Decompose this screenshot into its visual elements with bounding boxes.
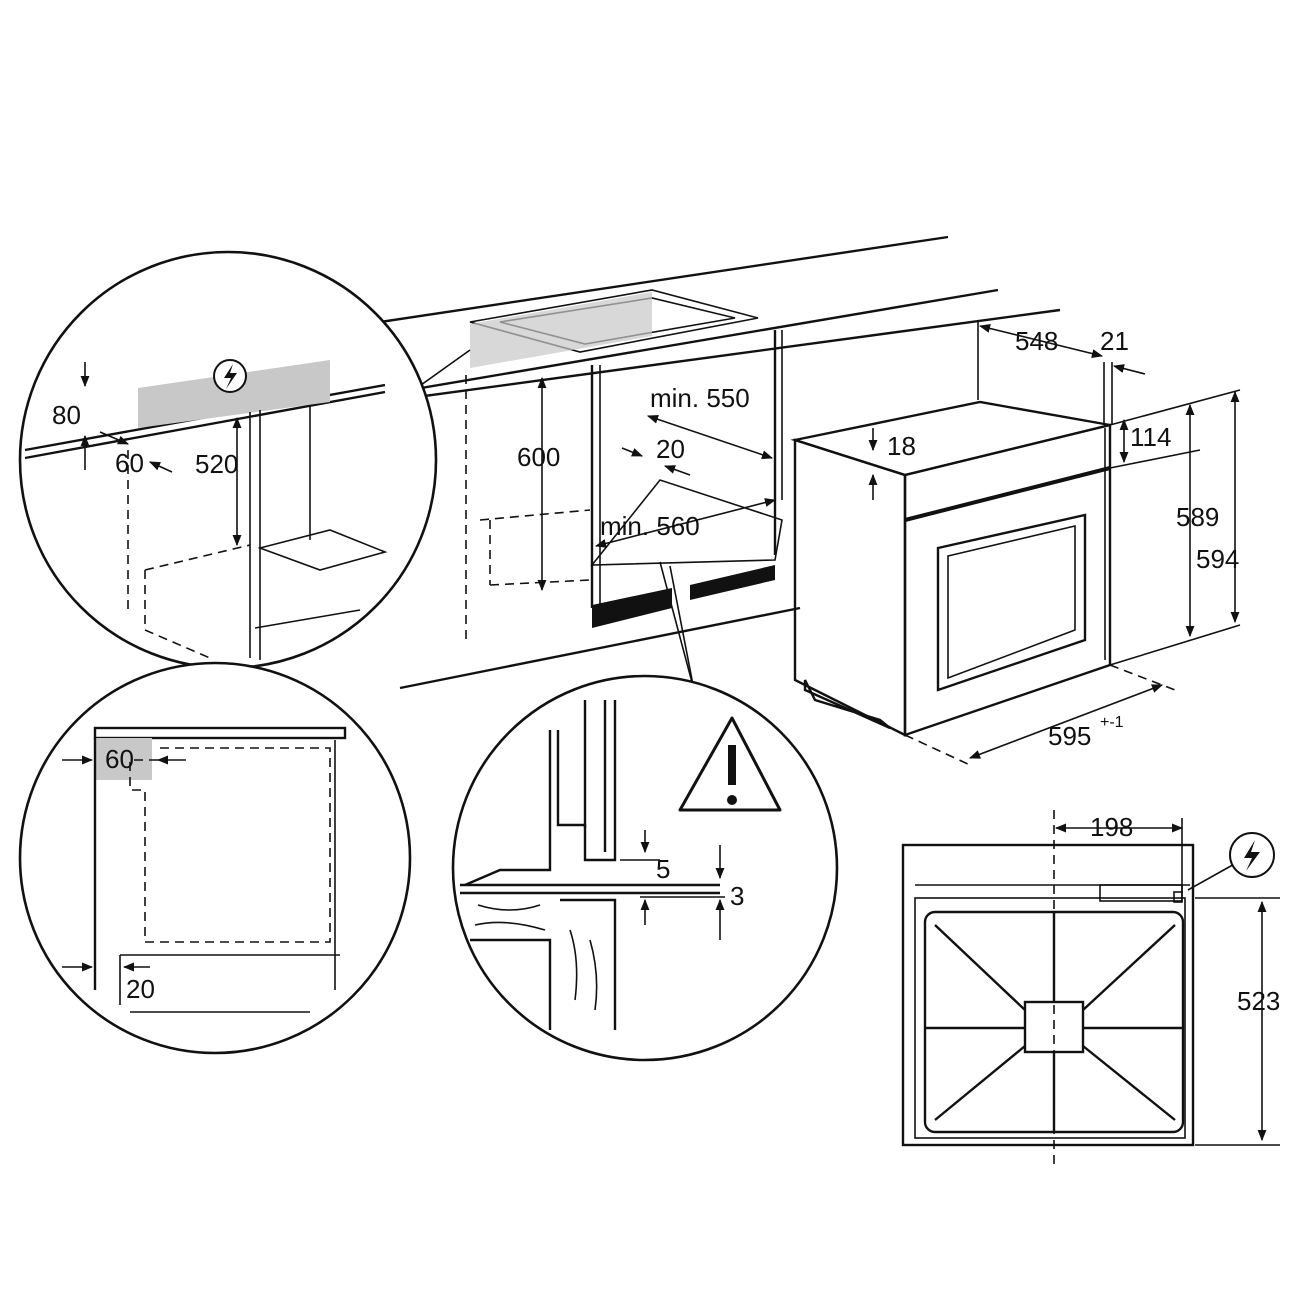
dim-oven-height-outer: 594 bbox=[1196, 544, 1239, 574]
dim-detail3-gap5: 5 bbox=[656, 854, 670, 884]
dim-oven-width: 595 bbox=[1048, 721, 1091, 751]
dim-detail1-depth: 60 bbox=[115, 448, 144, 478]
dim-oven-width-tolerance: +-1 bbox=[1100, 714, 1124, 731]
socket-zone bbox=[470, 292, 652, 368]
top-view-hob: 198 523 bbox=[901, 810, 1280, 1170]
dim-detail1-height: 520 bbox=[195, 449, 238, 479]
dim-detail1-top: 80 bbox=[52, 400, 81, 430]
dim-detail2-front: 20 bbox=[126, 974, 155, 1004]
dim-oven-height-inner: 589 bbox=[1176, 502, 1219, 532]
caution-triangle-icon bbox=[678, 716, 782, 812]
dim-oven-panel: 114 bbox=[1130, 422, 1171, 452]
oven-unit: 548 21 114 18 589 594 595 +-1 bbox=[790, 322, 1241, 766]
dim-detail3-gap3: 3 bbox=[730, 881, 744, 911]
dim-cabinet-height: 600 bbox=[517, 442, 560, 472]
dim-cabinet-width: min. 560 bbox=[600, 511, 700, 541]
dim-cabinet-gap: 20 bbox=[656, 434, 685, 464]
kitchen-cabinet: 600 min. 550 20 min. 560 bbox=[379, 235, 1061, 713]
electric-warning-icon bbox=[1229, 832, 1275, 878]
detail-worktop-circle: 5 3 bbox=[451, 674, 839, 1062]
dim-detail2-back: 60 bbox=[105, 744, 134, 774]
dim-oven-depth: 548 bbox=[1015, 326, 1058, 356]
dim-oven-top-gap: 18 bbox=[887, 431, 916, 461]
dim-cabinet-depth: min. 550 bbox=[650, 383, 750, 413]
dim-top-depth: 523 bbox=[1237, 986, 1280, 1016]
detail-socket-circle: 80 60 520 bbox=[18, 250, 438, 670]
detail-ventilation-circle: 60 20 bbox=[18, 661, 412, 1055]
dim-top-offset: 198 bbox=[1090, 812, 1133, 842]
dim-oven-front-depth: 21 bbox=[1100, 326, 1129, 356]
electric-warning-icon bbox=[213, 359, 247, 393]
